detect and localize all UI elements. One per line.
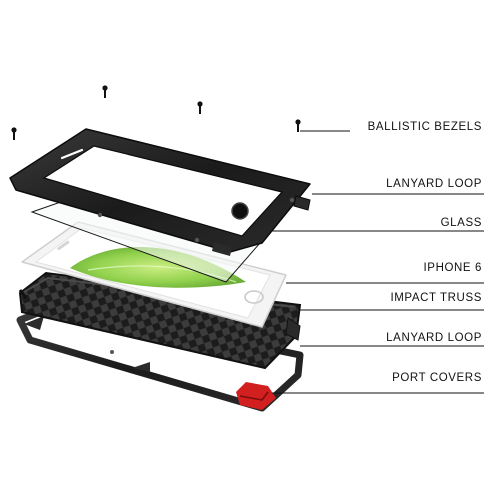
leader-lines: [270, 130, 484, 394]
screw-icon: [11, 127, 17, 140]
port-cover-icon: [236, 382, 276, 410]
label-impact-truss: IMPACT TRUSS: [390, 292, 482, 304]
screw-icon: [102, 85, 108, 98]
label-iphone-6: IPHONE 6: [423, 262, 482, 274]
iphone-device: [21, 221, 287, 328]
screw-icon: [197, 101, 203, 114]
label-ballistic-bezels: BALLISTIC BEZELS: [367, 121, 482, 133]
label-glass: GLASS: [440, 217, 482, 229]
label-lanyard-loop-bottom: LANYARD LOOP: [386, 332, 482, 344]
label-port-covers: PORT COVERS: [392, 372, 482, 384]
lanyard-loop-icon: [285, 317, 301, 341]
label-lanyard-loop-top: LANYARD LOOP: [386, 178, 482, 190]
screw-icon: [295, 119, 301, 132]
ballistic-bezel: [9, 128, 311, 256]
